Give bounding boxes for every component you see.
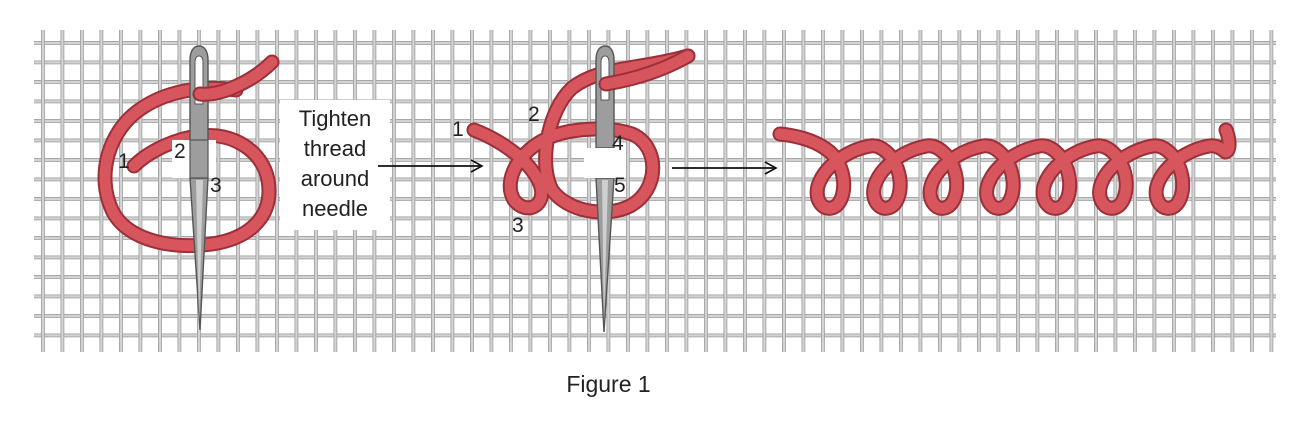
step2-label-2: 2 — [528, 103, 540, 126]
chain-thread — [774, 124, 1235, 214]
instruction-text: Tighten thread around needle — [282, 104, 388, 224]
figure-caption: Figure 1 — [566, 371, 651, 397]
step1-label-2: 2 — [174, 140, 186, 163]
step2-label-3: 3 — [512, 214, 524, 237]
instruction-panel — [280, 100, 390, 230]
instruction-line: Tighten — [298, 106, 372, 131]
step2-label-4: 4 — [612, 132, 624, 155]
step2-label-1: 1 — [452, 118, 464, 141]
step1-group — [97, 45, 280, 331]
step1-label-1: 1 — [118, 150, 130, 173]
finished-chain — [772, 122, 1237, 216]
instruction-line: around — [300, 166, 370, 191]
step1-label-3: 3 — [210, 174, 222, 197]
step2-label-5: 5 — [614, 174, 626, 197]
instruction-line: needle — [301, 196, 369, 221]
instruction-line: thread — [303, 136, 367, 161]
step2-group — [466, 45, 696, 333]
needle-icon — [595, 45, 615, 333]
